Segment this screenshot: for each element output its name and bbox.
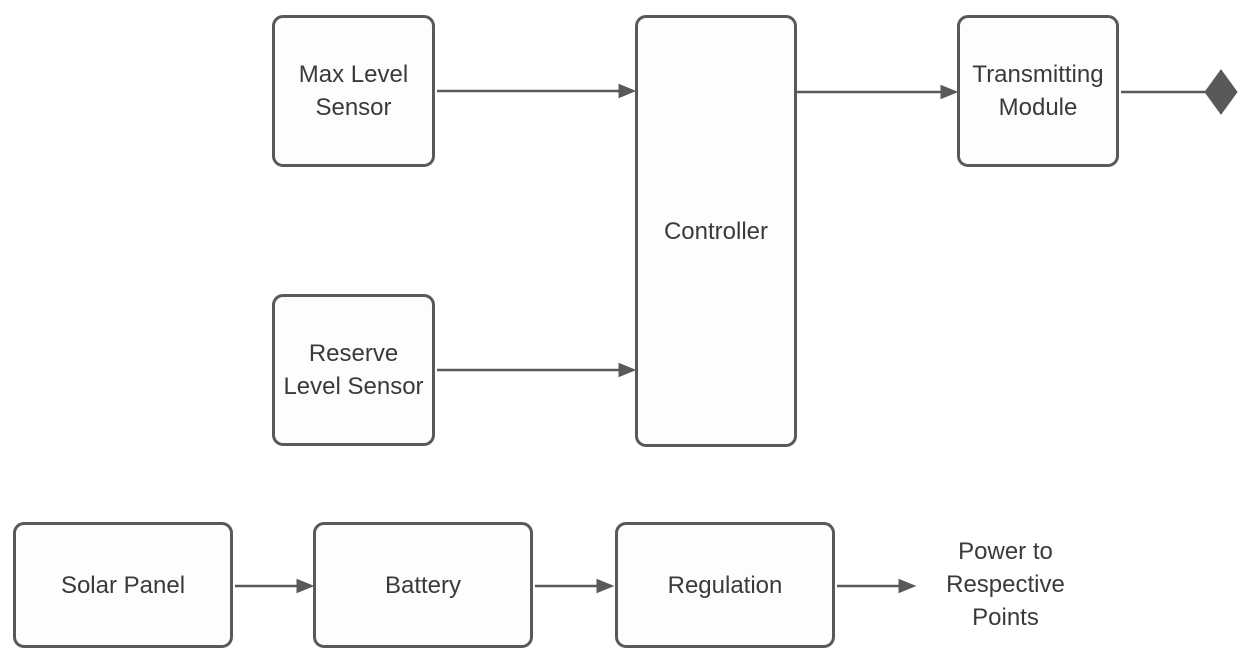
arrow-solar-panel-to-battery [235,578,315,594]
node-max-level-sensor-label: Max Level Sensor [298,61,409,121]
node-regulation-label: Regulation [667,571,783,599]
node-controller-label: Controller [663,217,769,245]
power-output-label: Power to Respective Points [946,538,1065,631]
arrow-controller-to-transmitting-module [797,84,959,100]
node-reserve-level-sensor-label: Reserve Level Sensor [283,340,424,400]
node-reserve-level-sensor: Reserve Level Sensor [272,294,435,446]
node-transmitting-module: Transmitting Module [957,15,1119,167]
node-battery: Battery [313,522,533,648]
node-regulation: Regulation [615,522,835,648]
node-transmitting-module-label: Transmitting Module [972,61,1104,121]
arrow-max-level-sensor-to-controller [437,83,637,99]
diamond-endpoint-icon [1204,69,1238,115]
arrow-transmitting-module-to-output [1121,69,1238,115]
arrow-regulation-to-power-output [837,578,917,594]
arrow-reserve-level-sensor-to-controller [437,362,637,378]
node-solar-panel: Solar Panel [13,522,233,648]
node-max-level-sensor: Max Level Sensor [272,15,435,167]
node-solar-panel-label: Solar Panel [60,571,186,599]
node-controller: Controller [635,15,797,447]
arrow-battery-to-regulation [535,578,615,594]
node-battery-label: Battery [384,571,462,599]
